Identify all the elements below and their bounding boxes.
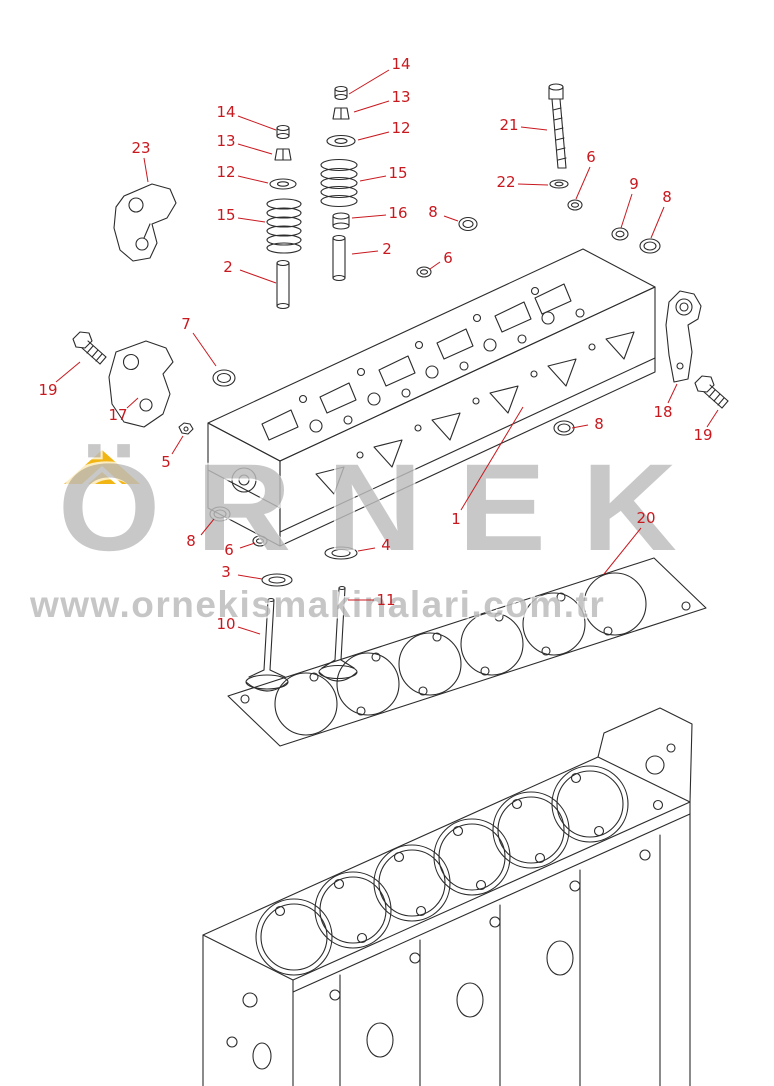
head-gasket-drawing — [227, 557, 707, 747]
valve-train-left — [266, 124, 302, 310]
callout-label-18: 18 — [653, 403, 672, 421]
callout-leader-12 — [237, 175, 269, 184]
callout-leader-3 — [237, 574, 263, 580]
callout-leader-22 — [517, 183, 549, 186]
bracket-bolt-left — [72, 331, 107, 365]
callout-label-3: 3 — [221, 563, 231, 581]
callout-label-8: 8 — [662, 188, 672, 206]
callout-label-15: 15 — [388, 164, 407, 182]
callout-label-22: 22 — [496, 173, 515, 191]
spring-seats-drawing — [261, 546, 358, 587]
callout-label-14: 14 — [391, 55, 410, 73]
callout-leader-19 — [55, 361, 81, 383]
callout-leader-6 — [239, 542, 256, 549]
bracket-18-drawing — [665, 290, 702, 383]
bracket-23-drawing — [113, 183, 177, 262]
callout-label-9: 9 — [629, 175, 639, 193]
callout-leader-5 — [171, 435, 184, 455]
callout-leader-6 — [429, 261, 441, 270]
callout-leader-20 — [603, 527, 642, 575]
callout-label-13: 13 — [216, 132, 235, 150]
callout-leader-16 — [351, 214, 387, 219]
callout-leader-7 — [192, 332, 217, 367]
callout-label-16: 16 — [388, 204, 407, 222]
callout-label-1: 1 — [451, 510, 461, 528]
callout-leader-12 — [357, 131, 390, 141]
callout-leader-13 — [237, 143, 273, 155]
callout-leader-23 — [143, 157, 149, 183]
callout-leader-8 — [571, 424, 589, 429]
callout-label-4: 4 — [381, 536, 391, 554]
callout-layer: 1413121516214131215223212269886717195181… — [38, 55, 719, 635]
callout-label-19: 19 — [693, 426, 712, 444]
callout-leader-19 — [706, 409, 719, 428]
valve-train-center — [320, 85, 358, 282]
callout-label-23: 23 — [131, 139, 150, 157]
callout-leader-21 — [520, 126, 548, 131]
head-bolt-drawing — [548, 83, 569, 189]
callout-label-5: 5 — [161, 453, 171, 471]
valves-drawing — [245, 585, 358, 692]
callout-label-2: 2 — [223, 258, 233, 276]
callout-label-13: 13 — [391, 88, 410, 106]
callout-label-15: 15 — [216, 206, 235, 224]
callout-leader-17 — [126, 397, 139, 409]
callout-leader-15 — [359, 175, 387, 182]
callout-leader-9 — [620, 193, 633, 229]
callout-label-8: 8 — [186, 532, 196, 550]
callout-label-10: 10 — [216, 615, 235, 633]
callout-leader-8 — [443, 215, 459, 222]
callout-label-17: 17 — [108, 406, 127, 424]
callout-label-6: 6 — [586, 148, 596, 166]
callout-label-11: 11 — [376, 591, 395, 609]
callout-label-6: 6 — [443, 249, 453, 267]
callout-label-8: 8 — [594, 415, 604, 433]
callout-label-14: 14 — [216, 103, 235, 121]
callout-label-12: 12 — [216, 163, 235, 181]
callout-leader-6 — [575, 166, 591, 200]
plugs-and-seals-drawing — [178, 199, 661, 547]
callout-label-6: 6 — [224, 541, 234, 559]
callout-leader-13 — [353, 100, 390, 113]
callout-label-8: 8 — [428, 203, 438, 221]
bracket-17-drawing — [108, 340, 174, 428]
callout-label-12: 12 — [391, 119, 410, 137]
callout-leader-1 — [460, 406, 524, 511]
engine-block-drawing — [202, 707, 693, 1086]
callout-label-7: 7 — [181, 315, 191, 333]
callout-leader-14 — [348, 69, 390, 95]
callout-leader-14 — [237, 115, 277, 131]
callout-label-20: 20 — [636, 509, 655, 527]
callout-leader-8 — [650, 206, 665, 239]
callout-leader-15 — [237, 217, 266, 223]
cylinder-head-drawing — [207, 248, 656, 547]
callout-label-19: 19 — [38, 381, 57, 399]
callout-leader-8 — [200, 518, 215, 536]
callout-leader-2 — [239, 269, 277, 284]
callout-leader-4 — [357, 547, 376, 552]
callout-leader-10 — [237, 626, 261, 635]
callout-leader-18 — [667, 383, 678, 404]
callout-label-2: 2 — [382, 240, 392, 258]
bracket-bolt-right — [694, 375, 729, 409]
callout-leader-2 — [351, 250, 379, 255]
callout-label-21: 21 — [499, 116, 518, 134]
